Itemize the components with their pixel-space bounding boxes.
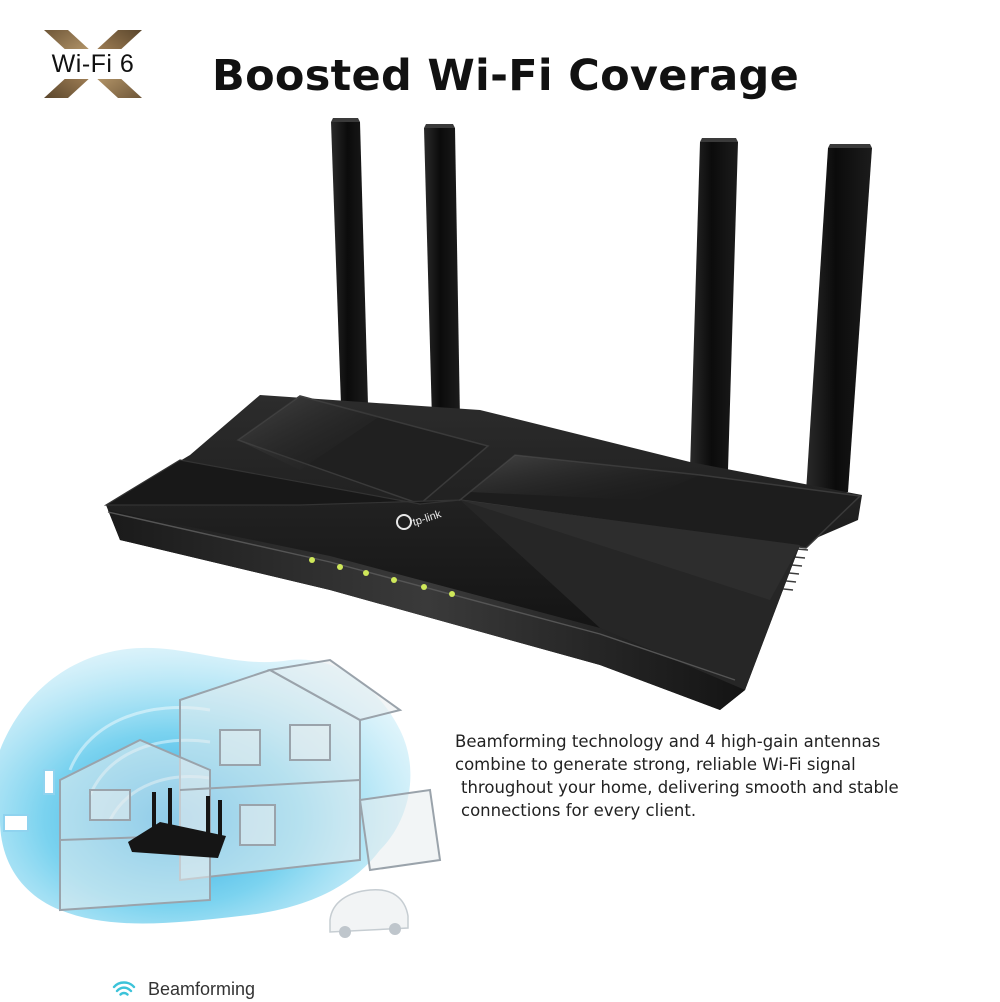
antenna-1 — [331, 118, 368, 405]
description-line-1: Beamforming technology and 4 high-gain a… — [455, 732, 881, 751]
wifi6-badge: Wi-Fi 6 — [38, 30, 148, 98]
beamforming-legend: Beamforming — [112, 976, 255, 1002]
antenna-3 — [690, 138, 738, 470]
led-internet — [391, 577, 397, 583]
led-usb — [449, 591, 455, 597]
mini-router — [128, 788, 226, 858]
description-line-2: combine to generate strong, reliable Wi-… — [455, 755, 856, 774]
feature-description: Beamforming technology and 4 high-gain a… — [455, 730, 975, 822]
device-laptop — [3, 814, 29, 832]
house-coverage-illustration — [0, 647, 442, 938]
description-line-3: throughout your home, delivering smooth … — [461, 778, 899, 797]
led-power — [309, 557, 315, 563]
router-illustration: tp-link — [103, 118, 872, 710]
antenna-4 — [806, 144, 872, 492]
description-line-4: connections for every client. — [461, 801, 697, 820]
beamforming-icon — [112, 981, 136, 996]
led-2g — [337, 564, 343, 570]
led-lan — [421, 584, 427, 590]
legend-label: Beamforming — [148, 978, 256, 999]
device-phone — [43, 769, 55, 795]
house — [59, 658, 442, 912]
car — [329, 889, 409, 938]
page-title: Boosted Wi-Fi Coverage — [212, 51, 800, 101]
led-5g — [363, 570, 369, 576]
antenna-2 — [424, 124, 460, 420]
status-leds — [309, 557, 455, 597]
router-body — [103, 395, 862, 710]
wifi6-badge-text: Wi-Fi 6 — [38, 49, 148, 79]
